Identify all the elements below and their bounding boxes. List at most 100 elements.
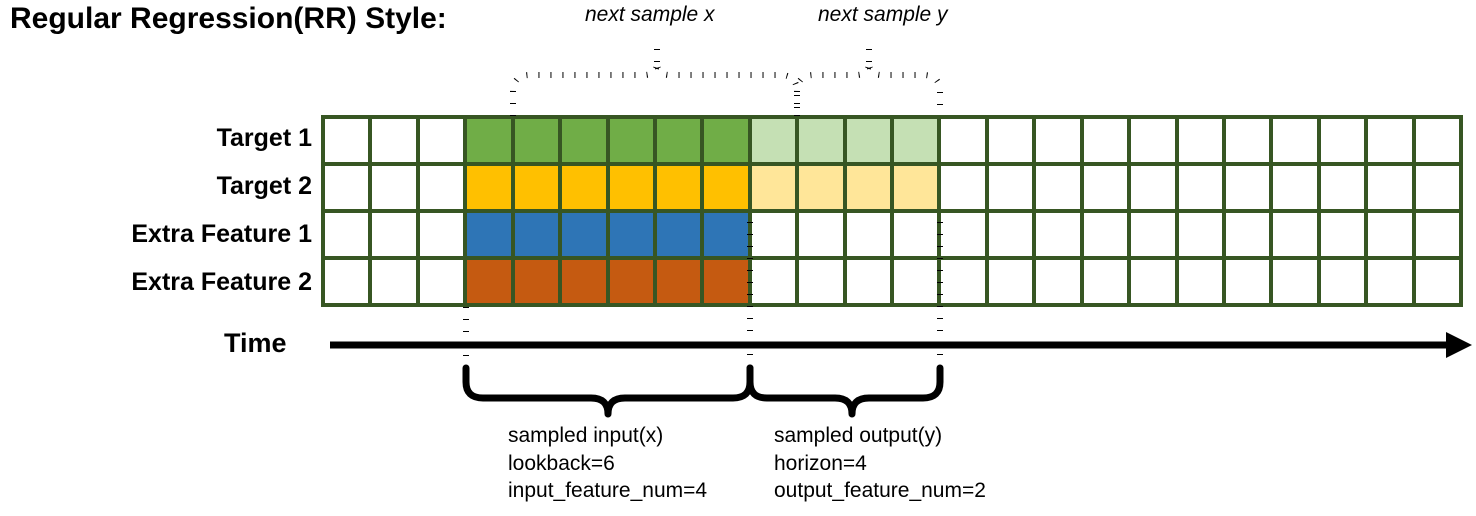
grid-cell-extra-feature-2-col-6 [562,260,606,303]
grid-cell-extra-feature-1-col-10 [751,213,796,256]
grid-cell-extra-feature-2-col-2 [372,260,416,303]
annotation-next-sample-x: next sample x [585,3,715,26]
grid-cell-target-2-col-20 [1225,166,1270,209]
grid-cell-target-1-col-5 [514,119,559,162]
grid-cell-target-1-col-19 [1178,119,1222,162]
solid-brace-sampled-output [746,364,944,418]
dotted-brace-next-sample-x [510,61,800,116]
grid-cell-target-1-col-24 [1415,119,1459,162]
grid-cell-extra-feature-2-col-9 [704,260,748,303]
grid-cell-extra-feature-2-col-7 [609,260,653,303]
grid-cell-target-2-col-12 [846,166,890,209]
grid-cell-target-1-col-13 [894,119,938,162]
grid-cell-target-2-col-14 [941,166,985,209]
grid-cell-extra-feature-1-col-24 [1415,213,1459,256]
grid-cell-extra-feature-2-col-21 [1273,260,1317,303]
grid-cell-target-2-col-1 [325,166,369,209]
grid-cell-target-1-col-3 [419,119,464,162]
row-label-extra-feature-1: Extra Feature 1 [131,220,312,248]
grid-cell-target-2-col-21 [1273,166,1317,209]
grid-cell-target-1-col-11 [799,119,843,162]
grid-cell-target-2-col-16 [1036,166,1080,209]
grid-cell-extra-feature-2-col-15 [988,260,1033,303]
grid-cell-target-1-col-12 [846,119,890,162]
grid-cell-target-2-col-22 [1320,166,1365,209]
grid-cell-target-1-col-4 [467,119,511,162]
grid-cell-target-2-col-19 [1178,166,1222,209]
time-axis-arrowhead [1446,332,1472,358]
grid-cell-extra-feature-2-col-8 [656,260,701,303]
grid-cell-extra-feature-1-col-5 [514,213,559,256]
solid-brace-sampled-input [462,364,754,418]
grid-cell-extra-feature-1-col-12 [846,213,890,256]
time-axis-label: Time [224,328,287,358]
grid-cell-extra-feature-1-col-22 [1320,213,1365,256]
page-title: Regular Regression(RR) Style: [10,2,447,35]
sampled-input-lookback: lookback=6 [508,451,615,475]
grid-cell-extra-feature-2-col-3 [419,260,464,303]
grid-cell-target-1-col-22 [1320,119,1365,162]
annotation-sampled-input: sampled input(x) lookback=6 input_featur… [508,422,707,505]
grid-cell-target-2-col-11 [799,166,843,209]
grid-cell-target-2-col-2 [372,166,416,209]
grid-cell-extra-feature-1-col-18 [1131,213,1175,256]
dotted-brace-next-sample-y [794,61,943,116]
grid-cell-target-1-col-1 [325,119,369,162]
grid-cell-extra-feature-2-col-22 [1320,260,1365,303]
row-label-target-2: Target 2 [216,172,312,200]
grid-cell-extra-feature-1-col-9 [704,213,748,256]
annotation-next-sample-y: next sample y [818,3,948,26]
grid-cell-extra-feature-1-col-7 [609,213,653,256]
grid-cell-target-1-col-18 [1131,119,1175,162]
grid-cell-extra-feature-2-col-18 [1131,260,1175,303]
grid-cell-target-2-col-9 [704,166,748,209]
grid-cell-target-1-col-14 [941,119,985,162]
grid-cell-extra-feature-2-col-20 [1225,260,1270,303]
grid-cell-extra-feature-2-col-13 [894,260,938,303]
grid-cell-target-2-col-13 [894,166,938,209]
grid-cell-extra-feature-2-col-4 [467,260,511,303]
grid-cell-target-1-col-2 [372,119,416,162]
grid-cell-target-1-col-7 [609,119,653,162]
grid-cell-extra-feature-2-col-12 [846,260,890,303]
grid-cell-extra-feature-1-col-4 [467,213,511,256]
grid-cell-extra-feature-1-col-16 [1036,213,1080,256]
timeseries-grid [321,115,1463,307]
grid-cell-target-1-col-9 [704,119,748,162]
grid-cell-target-2-col-7 [609,166,653,209]
grid-cell-extra-feature-2-col-16 [1036,260,1080,303]
grid-cell-target-1-col-17 [1083,119,1128,162]
grid-cell-target-2-col-10 [751,166,796,209]
grid-cell-extra-feature-1-col-14 [941,213,985,256]
grid-cell-target-2-col-4 [467,166,511,209]
row-label-extra-feature-2: Extra Feature 2 [131,268,312,296]
grid-cell-extra-feature-2-col-23 [1368,260,1412,303]
grid-cell-target-2-col-5 [514,166,559,209]
grid-cell-target-1-col-6 [562,119,606,162]
grid-cell-target-2-col-17 [1083,166,1128,209]
grid-cell-target-1-col-20 [1225,119,1270,162]
row-label-target-1: Target 1 [216,124,312,152]
grid-cell-target-1-col-10 [751,119,796,162]
grid-cell-extra-feature-1-col-15 [988,213,1033,256]
grid-cell-target-1-col-16 [1036,119,1080,162]
grid-cell-extra-feature-1-col-20 [1225,213,1270,256]
grid-cell-extra-feature-1-col-19 [1178,213,1222,256]
grid-cell-target-2-col-3 [419,166,464,209]
grid-cell-extra-feature-1-col-17 [1083,213,1128,256]
row-label-column: Target 1 Target 2 Extra Feature 1 Extra … [0,0,312,516]
grid-cell-target-2-col-15 [988,166,1033,209]
grid-cell-extra-feature-1-col-3 [419,213,464,256]
grid-cell-extra-feature-2-col-11 [799,260,843,303]
sampled-input-title: sampled input(x) [508,424,664,447]
grid-cell-extra-feature-2-col-24 [1415,260,1459,303]
grid-cell-target-1-col-23 [1368,119,1412,162]
grid-cell-extra-feature-1-col-13 [894,213,938,256]
grid-cell-extra-feature-1-col-1 [325,213,369,256]
grid-cell-extra-feature-1-col-6 [562,213,606,256]
grid-cell-extra-feature-1-col-2 [372,213,416,256]
grid-cell-extra-feature-2-col-1 [325,260,369,303]
grid-cell-extra-feature-2-col-5 [514,260,559,303]
grid-cell-extra-feature-1-col-23 [1368,213,1412,256]
